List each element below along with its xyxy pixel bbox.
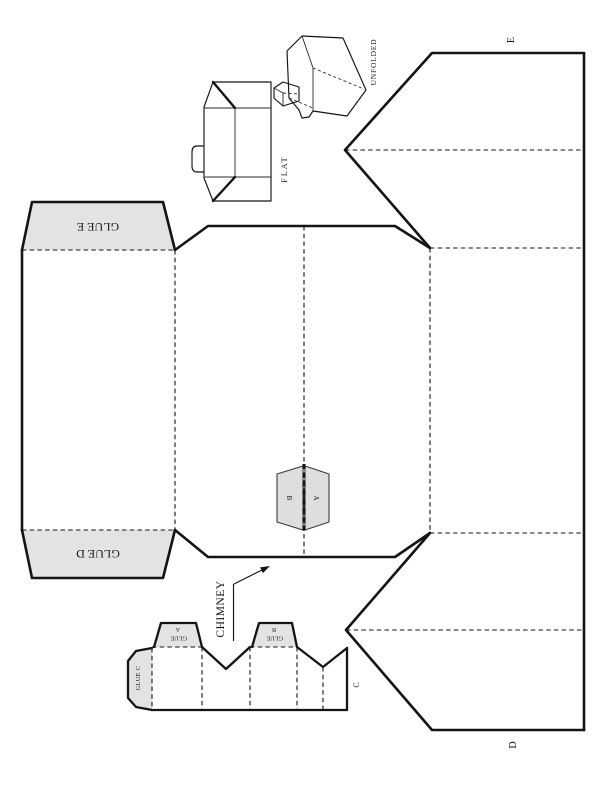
glue-a-label-line1: GLUE [170, 635, 187, 642]
glue-c-tab-outline [126, 646, 154, 712]
chimney-end-label: C [352, 682, 361, 687]
glue-b-tab-outline [250, 621, 299, 649]
unfolded-gable-edge [301, 35, 314, 111]
unfolded-hidden-eave [312, 67, 365, 90]
glue-e-tab [22, 202, 175, 250]
ridge-tab-b-label: B [285, 496, 293, 501]
glue-c-tab [128, 648, 152, 710]
gable-e-label: E [506, 37, 517, 43]
glue-a-label-line2: A [175, 626, 180, 633]
glue-c-label: GLUE C [135, 666, 142, 691]
glue-b-label-line2: B [272, 626, 276, 633]
gable-d-label: D [508, 741, 519, 748]
flat-illustration: FLAT [191, 80, 289, 203]
glue-d-label: GLUE D [76, 547, 120, 561]
roof-bottom-edge [173, 528, 432, 559]
unfolded-chimney-edge [273, 87, 284, 106]
chimney-net: GLUE C GLUE A GLUE B C CHIMNEY [126, 566, 361, 712]
unfolded-chimney-hidden-edge [282, 92, 300, 95]
glue-d-tab [22, 530, 175, 578]
glue-a-tab-outline [152, 621, 204, 649]
glue-b-label-line1: GLUE [266, 635, 283, 642]
glue-e-tab-outline [20, 200, 177, 252]
glue-b-tab [252, 623, 297, 647]
chimney-annotation: CHIMNEY [215, 566, 270, 641]
chimney-fold-lines [151, 646, 324, 710]
glue-a-label: GLUE A [169, 626, 187, 642]
flat-house-outline [203, 81, 272, 202]
flat-chimney-tab [191, 145, 204, 173]
unfolded-illustration: UNFOLDED [273, 35, 378, 119]
unfolded-house-outline [286, 35, 367, 119]
gable-e-outline [343, 51, 586, 250]
house-net: B A GLUE E GLUE D E D [20, 37, 586, 749]
flat-fold-diagonal-bottom [211, 175, 237, 203]
chimney-title: CHIMNEY [215, 580, 227, 637]
chimney-notch-1 [200, 645, 252, 671]
unfolded-chimney-box [273, 81, 300, 107]
glue-e-label: GLUE E [77, 220, 119, 234]
glue-b-label: GLUE B [265, 626, 283, 642]
glue-d-tab-outline [20, 528, 177, 580]
roof-top-edge [173, 224, 432, 252]
unfolded-hidden-base [288, 97, 314, 109]
chimney-notch-2 [295, 645, 349, 669]
unfolded-label: UNFOLDED [369, 39, 378, 86]
ridge-tab-a-label: A [312, 495, 320, 500]
ridge-chimney-tabs: B A [276, 464, 330, 532]
glue-a-tab [154, 623, 202, 647]
chimney-arrow-head [260, 566, 270, 574]
flat-fold-diagonal-top [211, 80, 237, 110]
flat-label: FLAT [280, 155, 289, 182]
house-fold-lines [22, 149, 584, 631]
gable-d-outline [344, 531, 586, 732]
chimney-arrow-line [233, 568, 264, 585]
